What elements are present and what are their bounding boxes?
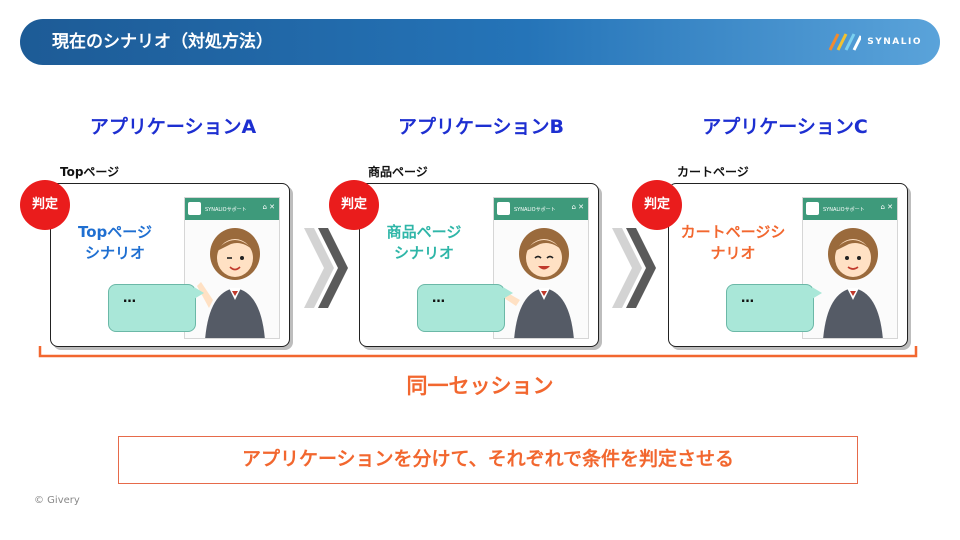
session-bracket: [38, 346, 918, 358]
operator-illustration: [823, 228, 883, 338]
chat-avatar: [497, 202, 510, 215]
app-c-title: アプリケーションC: [702, 116, 868, 138]
operator-illustration: [197, 228, 265, 338]
speech-bubble: …: [417, 284, 513, 332]
header-bar: 現在のシナリオ（対処方法） SYNALIO: [20, 19, 940, 65]
bubble-text: …: [432, 291, 445, 306]
app-b-scenario: 商品ページ シナリオ: [370, 222, 478, 264]
logo-text: SYNALIO: [867, 37, 922, 47]
app-a-page-label: Topページ: [60, 165, 120, 179]
scenario-line: 商品ページ: [386, 223, 462, 241]
scenario-line: シナリオ: [84, 244, 145, 262]
page-title: 現在のシナリオ（対処方法）: [52, 32, 273, 52]
chevron-right-icon: [304, 228, 348, 308]
judge-badge-c: 判定: [632, 180, 682, 230]
app-b-title: アプリケーションB: [397, 116, 565, 138]
bubble-tail: [503, 287, 513, 299]
chat-widget: SYNALIOサポート ⌂ ✕: [493, 197, 589, 339]
app-b-card: 商品ページ シナリオ SYNALIOサポート ⌂ ✕ …: [359, 183, 599, 347]
scenario-line: ナリオ: [710, 244, 756, 262]
scenario-line: Topページ: [78, 223, 152, 241]
chat-avatar: [188, 202, 201, 215]
bubble-tail: [812, 287, 822, 299]
app-c-card: カートページシ ナリオ SYNALIOサポート ⌂ ✕ …: [668, 183, 908, 347]
scenario-line: カートページシ: [680, 223, 786, 241]
bubble-text: …: [741, 291, 754, 306]
session-label: 同一セッション: [406, 374, 554, 398]
judge-badge-a: 判定: [20, 180, 70, 230]
app-a-card: Topページ シナリオ SYNALIOサポート ⌂ ✕ …: [50, 183, 290, 347]
logo-slashes-icon: [828, 33, 862, 51]
chat-name: SYNALIOサポート: [205, 207, 247, 213]
app-c-scenario: カートページシ ナリオ: [679, 222, 787, 264]
chat-controls-icon: ⌂ ✕: [571, 203, 584, 211]
speech-bubble: …: [108, 284, 204, 332]
app-c-page-label: カートページ: [677, 165, 749, 179]
scenario-line: シナリオ: [393, 244, 454, 262]
speech-bubble: …: [726, 284, 822, 332]
synalio-logo: SYNALIO: [827, 33, 922, 51]
app-a-scenario: Topページ シナリオ: [61, 222, 169, 264]
chat-controls-icon: ⌂ ✕: [262, 203, 275, 211]
summary-box: アプリケーションを分けて、それぞれで条件を判定させる: [118, 436, 858, 484]
chevron-right-icon: [612, 228, 656, 308]
chat-header: SYNALIOサポート ⌂ ✕: [803, 198, 897, 220]
chat-header: SYNALIOサポート ⌂ ✕: [494, 198, 588, 220]
chat-header: SYNALIOサポート ⌂ ✕: [185, 198, 279, 220]
app-a-title: アプリケーションA: [89, 116, 257, 138]
operator-illustration: [504, 228, 574, 338]
chat-widget: SYNALIOサポート ⌂ ✕: [802, 197, 898, 339]
copyright: © Givery: [34, 495, 80, 506]
bubble-tail: [194, 287, 204, 299]
chat-controls-icon: ⌂ ✕: [880, 203, 893, 211]
bubble-text: …: [123, 291, 136, 306]
chat-name: SYNALIOサポート: [514, 207, 556, 213]
chat-widget: SYNALIOサポート ⌂ ✕: [184, 197, 280, 339]
chat-name: SYNALIOサポート: [823, 207, 865, 213]
chat-avatar: [806, 202, 819, 215]
app-b-page-label: 商品ページ: [368, 165, 428, 179]
judge-badge-b: 判定: [329, 180, 379, 230]
